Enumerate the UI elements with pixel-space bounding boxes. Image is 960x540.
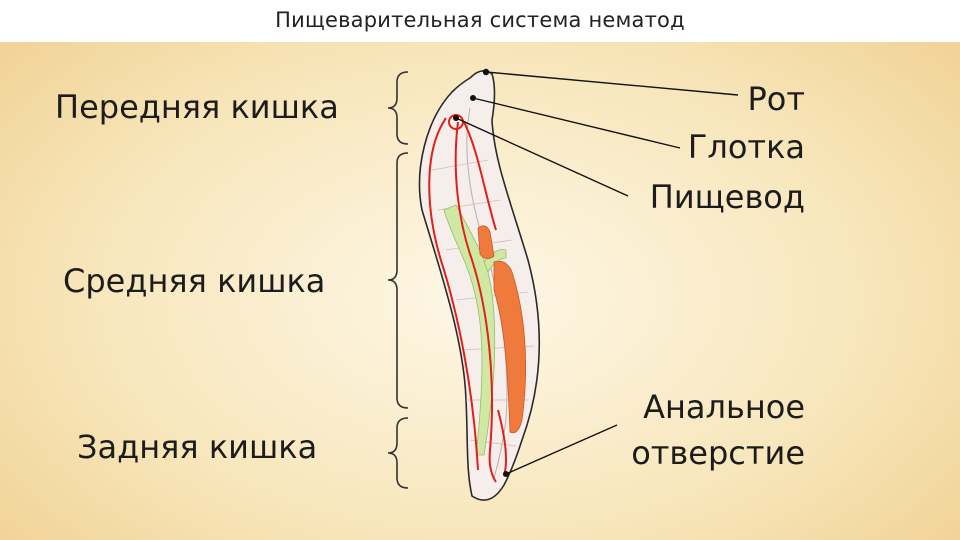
leader-esophagus: [455, 117, 629, 197]
nerve-center: [454, 121, 497, 483]
leader-lines: [455, 71, 739, 475]
label-anus-line2: отверстие: [631, 434, 805, 472]
intestine-orange-main: [493, 260, 527, 434]
nerve-lines: [428, 117, 507, 483]
brace-foregut: [387, 71, 409, 145]
leader-anus: [505, 424, 618, 475]
intestine-orange-top: [477, 225, 495, 259]
label-pharynx: Глотка: [687, 128, 805, 166]
title-bar: [0, 0, 960, 42]
nerve-left: [428, 117, 479, 471]
label-anus-line1: Анальное: [643, 388, 805, 426]
brace-hindgut: [387, 417, 409, 489]
section-braces: [387, 71, 409, 489]
label-foregut: Передняя кишка: [55, 88, 339, 126]
brace-midgut: [387, 152, 409, 409]
label-hindgut: Задняя кишка: [77, 428, 318, 466]
page-title: Пищеварительная система нематод: [275, 8, 685, 32]
nerve-right: [463, 121, 497, 231]
label-midgut: Средняя кишка: [63, 262, 326, 300]
leader-mouth: [485, 71, 739, 96]
label-esophagus: Пищевод: [649, 178, 805, 216]
leader-pharynx: [472, 97, 681, 149]
worm-body: [418, 70, 541, 501]
label-mouth: Рот: [747, 80, 805, 118]
